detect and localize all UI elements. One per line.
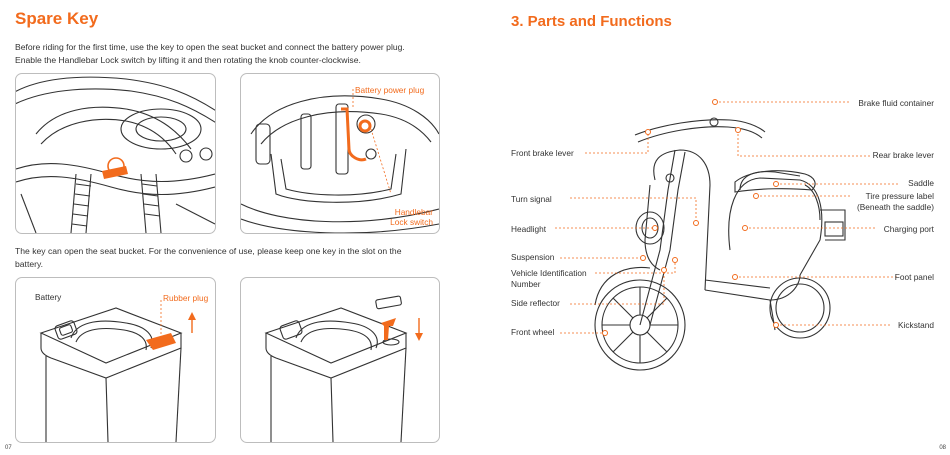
note-line-1: The key can open the seat bucket. For th…: [15, 246, 402, 256]
label-vin-line-2: Number: [511, 279, 541, 289]
seat-bucket-illustration: [240, 73, 440, 234]
handlebar-lock-line-2: Lock switch: [390, 217, 433, 227]
label-brake-fluid-container: Brake fluid container: [858, 98, 934, 108]
label-headlight: Headlight: [511, 224, 547, 234]
battery-illustration: [15, 277, 216, 443]
page-number-right: 08: [939, 445, 946, 451]
label-beneath-saddle: (Beneath the saddle): [856, 202, 934, 212]
handlebar-lock-line-1: Handlebar: [394, 207, 433, 217]
spare-key-title: Spare Key: [15, 9, 99, 28]
label-turn-signal: Turn signal: [511, 194, 552, 204]
label-front-brake-lever: Front brake lever: [511, 148, 574, 158]
intro-line-1: Before riding for the first time, use th…: [15, 42, 405, 52]
intro-line-2: Enable the Handlebar Lock switch by lift…: [15, 54, 361, 65]
note-text: The key can open the seat bucket. For th…: [15, 245, 455, 270]
rubber-plug-callout: Rubber plug: [163, 293, 209, 303]
label-foot-panel: Foot panel: [894, 272, 934, 282]
note-line-2: battery.: [15, 258, 44, 269]
battery-key-illustration: [240, 277, 440, 443]
key-insert-illustration: [15, 73, 216, 234]
intro-text: Before riding for the first time, use th…: [15, 41, 455, 66]
parts-functions-title: 3. Parts and Functions: [511, 13, 672, 30]
scooter-diagram: [555, 99, 898, 371]
label-rear-brake-lever: Rear brake lever: [872, 150, 934, 160]
battery-power-plug-callout: Battery power plug: [355, 85, 425, 95]
label-charging-port: Charging port: [883, 224, 934, 234]
label-side-reflector: Side reflector: [511, 298, 560, 308]
handlebar-lock-callout: Handlebar Lock switch: [388, 207, 433, 227]
label-kickstand: Kickstand: [898, 320, 934, 330]
label-tire-pressure: Tire pressure label: [865, 191, 934, 201]
label-vin-line-1: Vehicle Identification: [511, 268, 587, 278]
label-suspension: Suspension: [511, 252, 555, 262]
label-saddle: Saddle: [908, 178, 934, 188]
label-front-wheel: Front wheel: [511, 327, 555, 337]
battery-label: Battery: [35, 292, 62, 302]
page-number-left: 07: [5, 445, 12, 451]
